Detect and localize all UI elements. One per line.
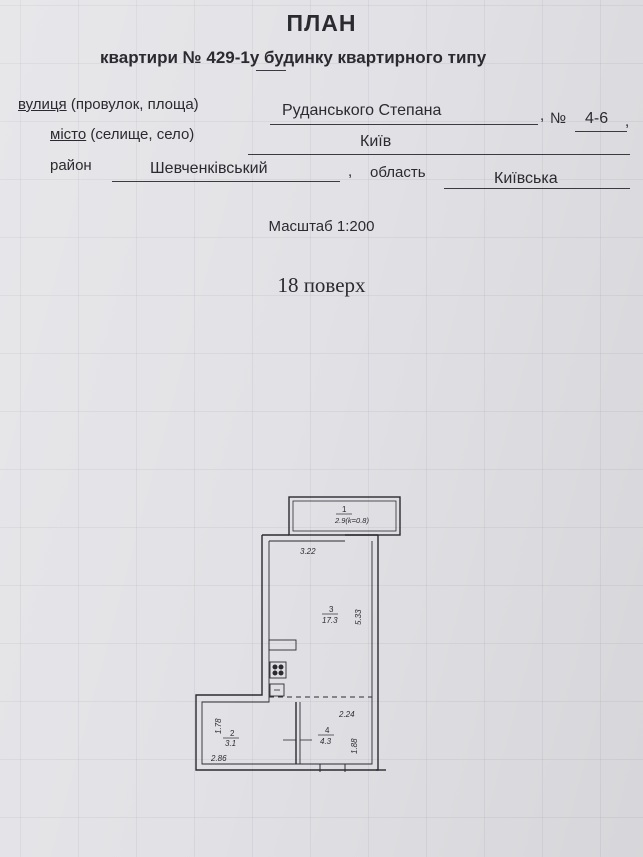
apartment-number-underline: [256, 70, 286, 71]
floor-label: 18 поверх: [277, 273, 366, 297]
bath-room-number: 2: [230, 729, 235, 738]
scale-label: Масштаб 1:200: [268, 218, 375, 235]
hall-room-number: 4: [325, 726, 330, 735]
balcony-room-number: 1: [342, 505, 347, 514]
city-value: Київ: [360, 133, 392, 150]
house-number-underline: [575, 131, 627, 132]
dimension-height-main: 5.33: [354, 609, 363, 625]
dimension-hall-width: 2.24: [338, 710, 355, 719]
subtitle-suffix: у будинку квартирного типу: [249, 48, 487, 67]
dimension-width-top: 3.22: [300, 547, 316, 556]
street-comma: ,: [540, 107, 545, 124]
city-underline: [248, 154, 630, 155]
street-label: вулиця (провулок, площа): [18, 96, 199, 113]
main-room-number: 3: [329, 605, 334, 614]
house-number-label: №: [550, 110, 567, 127]
document-title: ПЛАН: [286, 10, 357, 36]
district-comma: ,: [348, 163, 353, 180]
plan-walls: [195, 496, 401, 772]
district-value: Шевченківський: [150, 160, 268, 177]
region-underline: [444, 188, 630, 189]
dimension-hall-height: 1.88: [350, 738, 359, 754]
bath-room-area: 3.1: [225, 739, 236, 748]
district-underline: [112, 181, 340, 182]
city-label: місто (селище, село): [50, 126, 195, 143]
street-underline: [270, 124, 538, 125]
subtitle-prefix: квартири №: [100, 48, 207, 67]
apartment-number: 429-1: [206, 48, 250, 67]
balcony-area: 2.9(k=0.8): [334, 516, 369, 525]
region-value: Київська: [494, 170, 558, 187]
hall-room-area: 4.3: [320, 737, 332, 746]
main-room-area: 17.3: [322, 616, 338, 625]
house-number-value: 4-6: [585, 110, 609, 127]
region-label: область: [370, 164, 426, 181]
house-number-comma: ,: [625, 113, 630, 130]
document-subtitle: квартири № 429-1у будинку квартирного ти…: [100, 48, 486, 68]
district-label: район: [50, 157, 92, 174]
dimension-bath-width: 2.86: [210, 754, 227, 763]
street-value: Руданського Степана: [282, 102, 442, 119]
dimension-bath-height: 1.78: [214, 718, 223, 734]
